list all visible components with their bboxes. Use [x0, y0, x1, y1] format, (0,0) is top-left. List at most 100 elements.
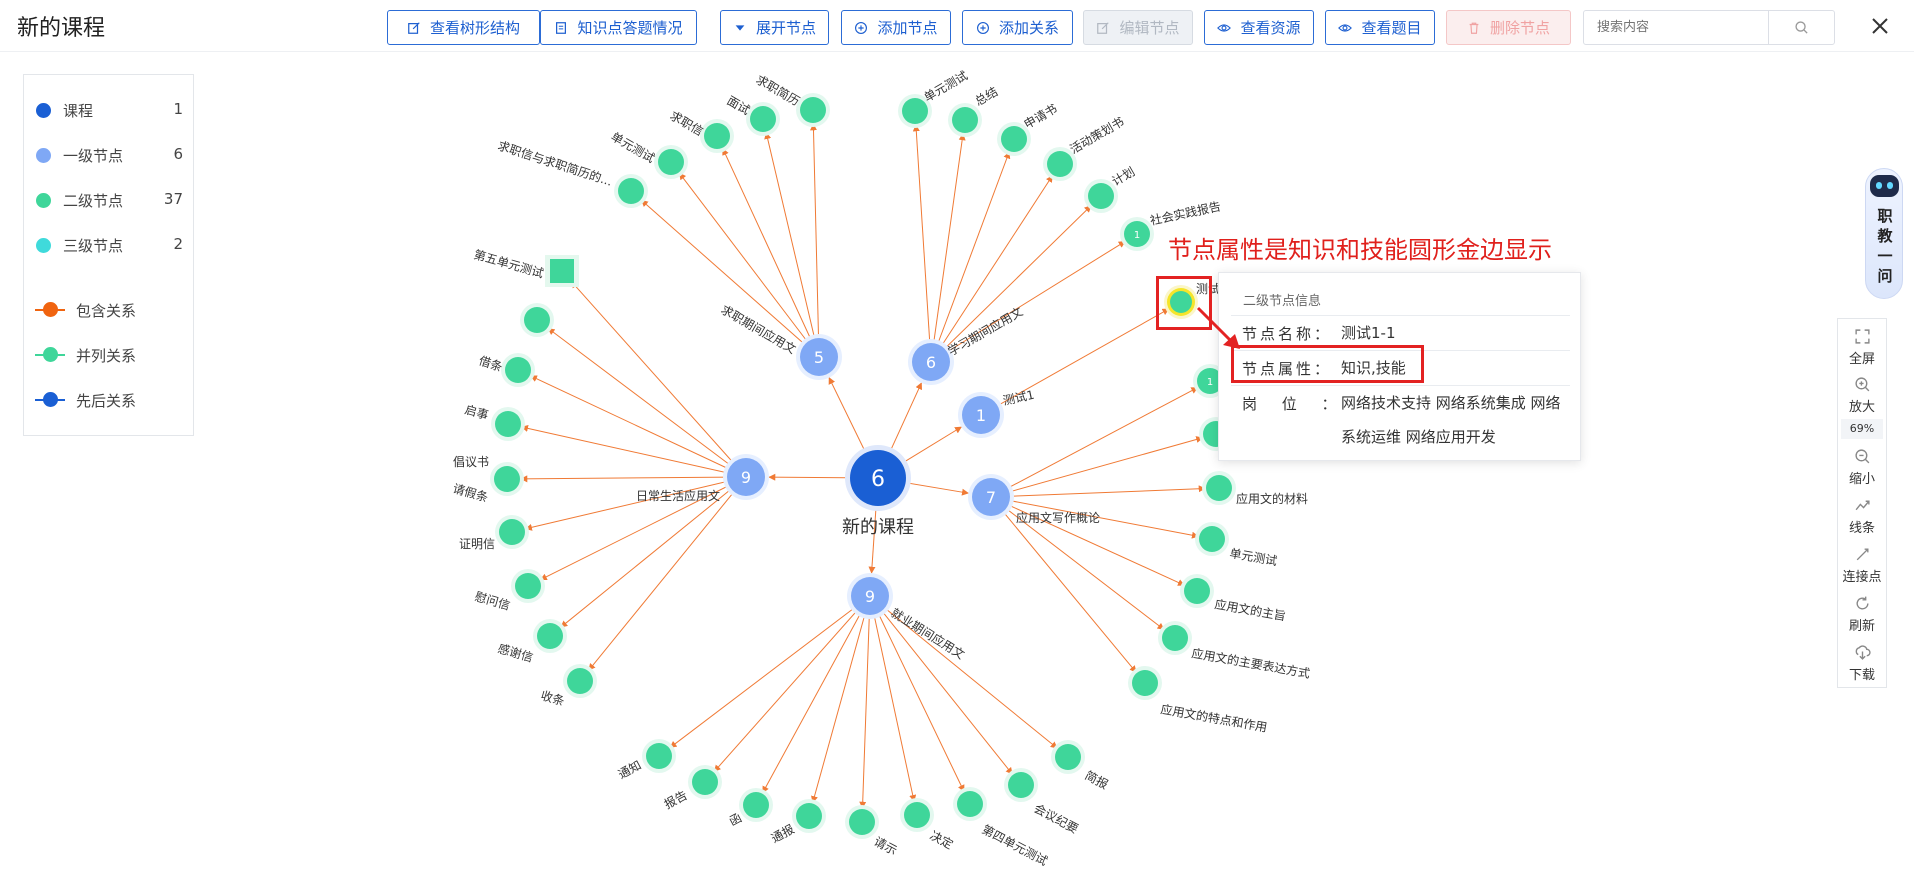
- level2-node-children_daily-8[interactable]: [567, 668, 593, 694]
- level2-node-children_study-0[interactable]: [902, 98, 928, 124]
- contain-edge: [524, 476, 747, 531]
- knowledge-graph[interactable]: 求职信与求职简历的...单元测试求职信面试求职简历单元测试总结申请书活动策划书计…: [0, 52, 1914, 871]
- connect-point-button[interactable]: 连接点: [1838, 540, 1886, 588]
- page-title: 新的课程: [17, 16, 106, 41]
- level2-node-children_work-7[interactable]: [1008, 772, 1034, 798]
- view-resources-button[interactable]: 查看资源: [1204, 10, 1314, 45]
- node-label: 测试1: [1002, 387, 1036, 408]
- level1-node-3[interactable]: [727, 458, 765, 496]
- level2-node-children_work-3[interactable]: [796, 803, 822, 829]
- level2-dot-icon: [36, 193, 51, 208]
- node-count: 1: [976, 406, 986, 425]
- tool-label: 下载: [1848, 668, 1875, 683]
- node-info-tooltip: 二级节点信息 节点名称： 测试1-1 节点属性： 知识,技能 岗 位 ： 网络技…: [1218, 272, 1581, 461]
- view-tree-button[interactable]: 查看树形结构: [387, 10, 540, 45]
- level2-node-children_intro-3[interactable]: [1162, 625, 1188, 651]
- node-label: 日常生活应用文: [636, 488, 720, 503]
- level1-node-4[interactable]: [972, 478, 1010, 516]
- level2-node-children_study-1[interactable]: [952, 107, 978, 133]
- legend-item-level2[interactable]: 二级节点 37: [24, 187, 195, 213]
- level2-node-children_daily-1[interactable]: [524, 307, 550, 333]
- expand-node-label: 展开节点: [755, 19, 816, 37]
- legend-item-level1[interactable]: 一级节点 6: [24, 142, 195, 168]
- expand-node-button[interactable]: 展开节点: [720, 10, 829, 45]
- zoom-out-button[interactable]: 缩小: [1838, 442, 1886, 490]
- download-button[interactable]: 下载: [1838, 638, 1886, 686]
- course-dot-icon: [36, 103, 51, 118]
- level2-node-children_work-0[interactable]: [646, 743, 672, 769]
- edit-node-button[interactable]: 编辑节点: [1083, 10, 1193, 45]
- level1-node-5[interactable]: [851, 577, 889, 615]
- contain-edge: [930, 133, 966, 363]
- view-questions-button[interactable]: 查看题目: [1325, 10, 1435, 45]
- node-label: 慰问信: [473, 589, 511, 612]
- edit-node-label: 编辑节点: [1119, 19, 1180, 37]
- level2-node-children_intro-1[interactable]: [1199, 526, 1225, 552]
- tooltip-header: 二级节点信息: [1243, 294, 1322, 309]
- node-label: 单元测试: [921, 68, 970, 105]
- level2-node-children_daily-5[interactable]: [499, 519, 525, 545]
- course-node[interactable]: [850, 450, 906, 506]
- node-label: 请假条: [451, 481, 489, 504]
- level2-node-children_daily-2[interactable]: [505, 357, 531, 383]
- add-node-label: 添加节点: [877, 19, 938, 37]
- search-box: [1583, 10, 1835, 45]
- legend-item-parallel[interactable]: 并列关系: [24, 342, 195, 368]
- level2-node-children_intro-2[interactable]: [1184, 578, 1210, 604]
- search-input[interactable]: [1584, 11, 1768, 44]
- level2-node-children_daily-4[interactable]: [494, 466, 520, 492]
- tool-label: 连接点: [1842, 570, 1882, 585]
- answer-stats-button[interactable]: 知识点答题情况: [540, 10, 697, 45]
- level2-node-children_study-4[interactable]: [1088, 183, 1114, 209]
- zoom-in-button[interactable]: 放大: [1838, 370, 1886, 418]
- add-node-button[interactable]: 添加节点: [841, 10, 951, 45]
- level3-dot-icon: [36, 238, 51, 253]
- level2-node-children_study-3[interactable]: [1047, 151, 1073, 177]
- graph-canvas[interactable]: 求职信与求职简历的...单元测试求职信面试求职简历单元测试总结申请书活动策划书计…: [0, 52, 1914, 871]
- level2-node-children_study-2[interactable]: [1001, 126, 1027, 152]
- assistant-widget[interactable]: 职教一问: [1865, 168, 1903, 299]
- level2-node-children_work-1[interactable]: [692, 769, 718, 795]
- level1-node-2[interactable]: [962, 396, 1000, 434]
- refresh-button[interactable]: 刷新: [1838, 589, 1886, 637]
- level2-node-children_job-2[interactable]: [704, 123, 730, 149]
- level2-node-children_job-1[interactable]: [658, 149, 684, 175]
- level2-node-children_daily-3[interactable]: [495, 411, 521, 437]
- delete-node-button[interactable]: 删除节点: [1446, 10, 1571, 45]
- legend-label: 先后关系: [76, 392, 137, 410]
- legend-item-course[interactable]: 课程 1: [24, 97, 195, 123]
- level2-node-children_job-0[interactable]: [618, 178, 644, 204]
- level2-node-children_work-4[interactable]: [849, 809, 875, 835]
- node-label: 计划: [1110, 164, 1138, 188]
- level2-node-children_intro-0[interactable]: [1206, 475, 1232, 501]
- level2-node-children_work-5[interactable]: [904, 802, 930, 828]
- level2-node-children_work-2[interactable]: [743, 792, 769, 818]
- edit-icon: [1097, 21, 1110, 34]
- level1-node-0[interactable]: [800, 338, 838, 376]
- refresh-icon: [1856, 596, 1869, 610]
- level2-node-children_work-6[interactable]: [957, 791, 983, 817]
- level2-node-children_intro-4[interactable]: [1132, 670, 1158, 696]
- level2-node-children_study-5[interactable]: [1124, 221, 1150, 247]
- add-relation-button[interactable]: 添加关系: [962, 10, 1073, 45]
- level2-node-children_job-3[interactable]: [750, 106, 776, 132]
- level2-node-children_work-8[interactable]: [1055, 744, 1081, 770]
- search-button[interactable]: [1768, 11, 1834, 44]
- level2-node-children_daily-7[interactable]: [537, 623, 563, 649]
- tool-label: 线条: [1848, 521, 1875, 536]
- level2-node-children_daily-6[interactable]: [515, 573, 541, 599]
- line-style-button[interactable]: 线条: [1838, 491, 1886, 539]
- level1-node-1[interactable]: [912, 343, 950, 381]
- contain-edge: [539, 476, 747, 581]
- level2-node-hidden-0[interactable]: [1197, 368, 1223, 394]
- close-icon[interactable]: [1866, 12, 1894, 40]
- level2-node-children_job-4[interactable]: [800, 97, 826, 123]
- legend-item-contain[interactable]: 包含关系: [24, 297, 195, 323]
- node-label: 简报: [1083, 767, 1111, 792]
- fullscreen-button[interactable]: 全屏: [1838, 322, 1886, 370]
- legend-item-level3[interactable]: 三级节点 2: [24, 232, 195, 258]
- level2-node-square[interactable]: [550, 259, 574, 283]
- level2-node-test[interactable]: [1170, 291, 1192, 313]
- legend-item-sequence[interactable]: 先后关系: [24, 387, 195, 413]
- tooltip-attr-value: 知识,技能: [1341, 359, 1406, 377]
